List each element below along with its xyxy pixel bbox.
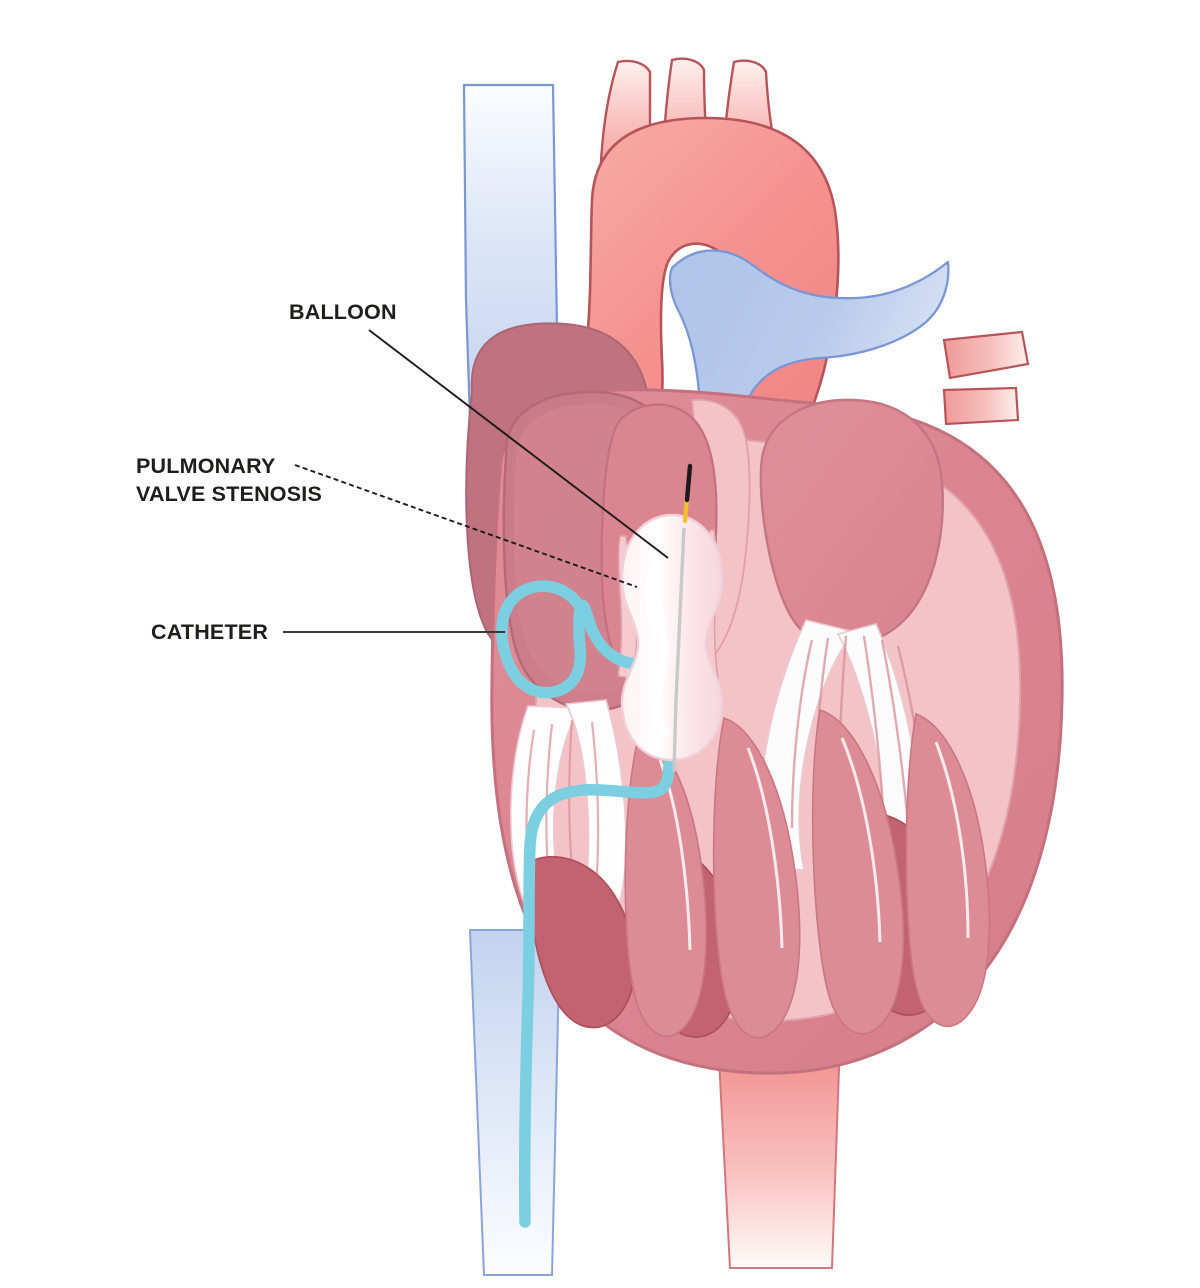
annotation-label-catheter: CATHETER [151,620,269,644]
valve-apparatus-group [510,529,991,1039]
leader-line-balloon [368,329,669,559]
balloon-specular-highlight [647,548,670,738]
guidewire-tip [684,463,693,503]
trabeculae-carneae [624,708,991,1039]
annotation-label-pulmonary-valve-stenosis: PULMONARY VALVE STENOSIS [136,454,322,507]
balloon-body [620,513,724,762]
left-atrium-chamber [759,398,944,647]
pulmonary-vein-lower [942,386,1020,426]
annotation-label-balloon: BALLOON [289,300,397,324]
pulmonary-vein-upper [942,330,1030,380]
balloon-device-group [620,463,724,773]
leader-line-pulmonary-valve-stenosis [294,464,638,588]
guidewire-shaft [672,527,686,773]
leader-lines-group [283,329,669,633]
papillary-muscle-1 [529,856,636,1029]
